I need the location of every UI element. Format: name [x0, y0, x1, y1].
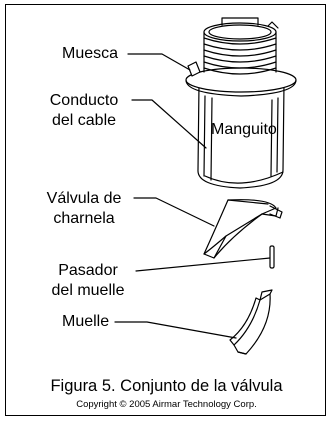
valvula-label-line2: charnela [53, 210, 115, 227]
conducto-label-line1: Conducto [49, 92, 119, 109]
spring-pin-part [269, 245, 275, 269]
pasador-label-line2: del muelle [51, 282, 125, 299]
sleeve-part [185, 17, 297, 189]
manguito-label: Manguito [211, 121, 277, 138]
valvula-label-line1: Válvula de [46, 190, 122, 207]
pasador-leader-line [135, 257, 271, 272]
figure-caption: Figura 5. Conjunto de la válvula [50, 377, 283, 395]
conducto-label-line2: del cable [51, 112, 117, 129]
copyright-notice: Copyright © 2005 Airmar Technology Corp. [76, 399, 257, 410]
conducto-leader-line [131, 99, 207, 149]
pasador-label-line1: Pasador [58, 262, 118, 279]
muesca-label: Muesca [62, 45, 119, 62]
valvula-leader-line [133, 197, 215, 227]
muelle-leader-line [114, 321, 237, 339]
muesca-leader-line [127, 53, 191, 71]
muelle-label: Muelle [62, 313, 110, 330]
spring-part [229, 289, 273, 355]
flapper-valve-part [203, 199, 283, 259]
